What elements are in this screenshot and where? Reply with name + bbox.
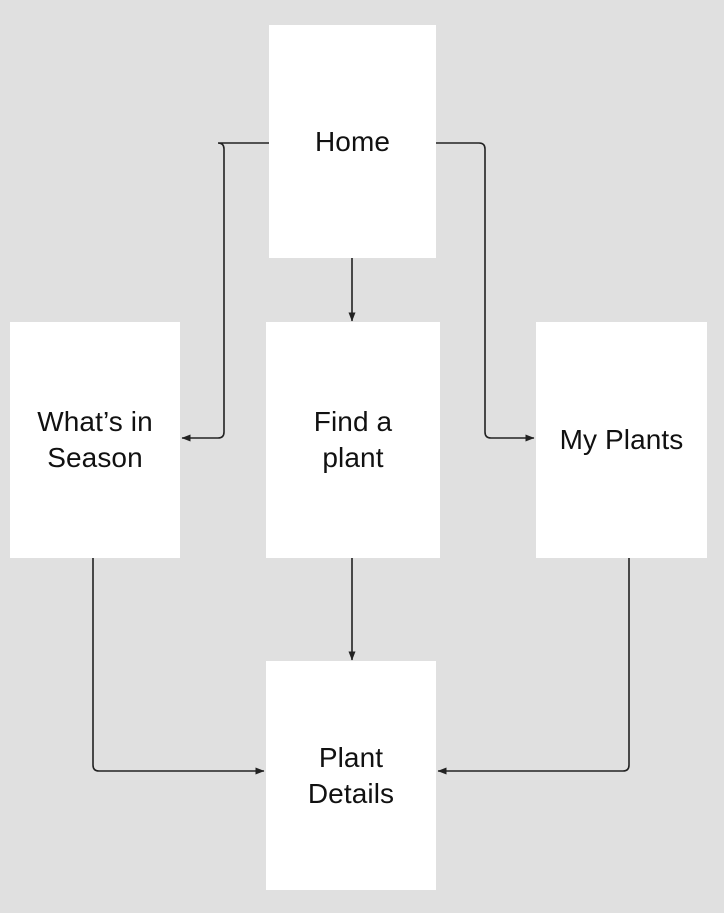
edge-home-to-myplants [436, 142, 535, 442]
edge-home-to-season [181, 142, 269, 442]
edge-myplants-to-details [437, 558, 630, 775]
node-find-a-plant-label: Find a plant [313, 406, 393, 473]
node-home-label: Home [314, 125, 391, 157]
node-plant-details[interactable]: Plant Details [266, 661, 436, 890]
edge-season-to-details [92, 558, 265, 775]
node-find-a-plant[interactable]: Find a plant [266, 322, 440, 558]
node-my-plants-label: My Plants [559, 424, 684, 455]
node-whats-in-season[interactable]: What’s in Season [10, 322, 180, 558]
node-whats-in-season-label: What’s in Season [37, 406, 153, 473]
node-home[interactable]: Home [269, 25, 436, 258]
node-my-plants[interactable]: My Plants [536, 322, 707, 558]
node-plant-details-label: Plant Details [307, 741, 395, 809]
